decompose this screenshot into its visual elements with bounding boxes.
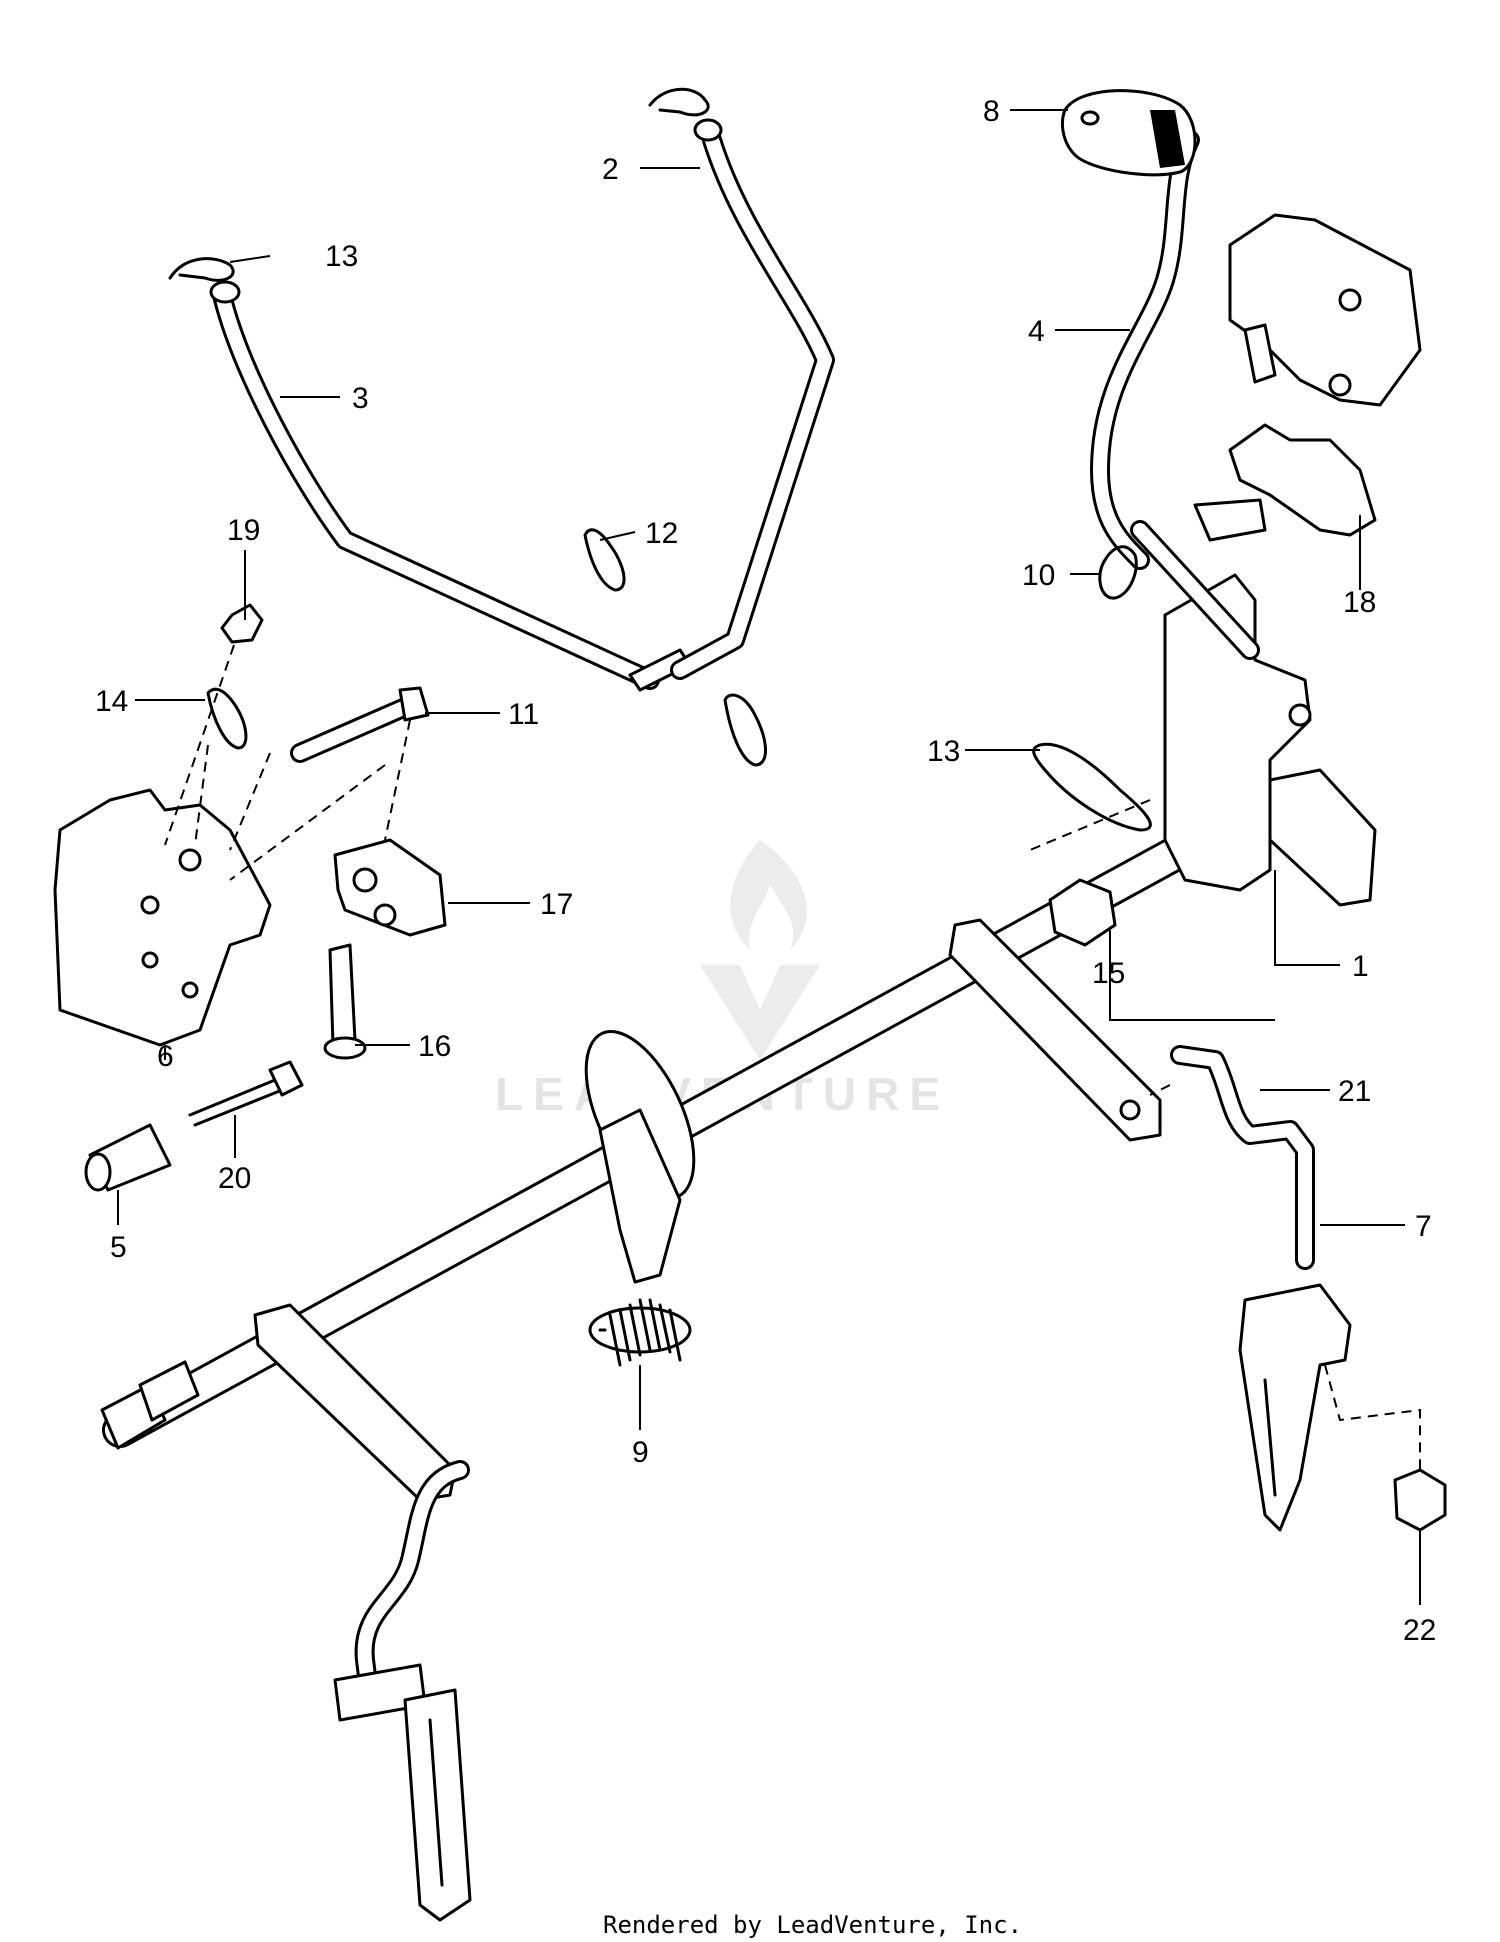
lever-bracket [1130, 520, 1377, 907]
clevis-pin-16 [323, 943, 367, 1060]
callout-16: 16 [418, 1030, 451, 1063]
watermark-v-icon [700, 965, 820, 1060]
callout-22: 22 [1403, 1614, 1436, 1647]
callout-19: 19 [227, 514, 260, 547]
callout-7: 7 [1415, 1210, 1432, 1243]
callout-10: 10 [1022, 559, 1055, 592]
footer-credit: Rendered by LeadVenture, Inc. [603, 1911, 1022, 1939]
lift-lever [1061, 89, 1200, 570]
callout-14: 14 [95, 685, 128, 718]
lift-link-21 [1170, 1045, 1352, 1532]
callout-2: 2 [602, 153, 619, 186]
bolt-20 [188, 1060, 304, 1127]
callouts: 8 2 13 3 4 12 10 18 19 14 11 13 17 1 15 … [95, 95, 1436, 1647]
spring-9 [588, 1298, 692, 1367]
spacer-5 [84, 1123, 172, 1192]
callout-13a: 13 [325, 240, 358, 273]
callout-1: 1 [1352, 950, 1369, 983]
callout-20: 20 [218, 1162, 251, 1195]
callout-13b: 13 [927, 735, 960, 768]
watermark: LEADVENTURE [495, 840, 940, 1120]
hairpin-clip-lower [723, 693, 767, 767]
callout-9: 9 [632, 1436, 649, 1469]
callout-17: 17 [540, 888, 573, 921]
bolt-19 [220, 603, 264, 644]
callout-4: 4 [1028, 315, 1045, 348]
callout-12: 12 [645, 517, 678, 550]
pivot-bracket [1193, 213, 1422, 542]
callout-3: 3 [352, 382, 369, 415]
callout-8: 8 [983, 95, 1000, 128]
watermark-flame-icon [730, 840, 807, 950]
callout-11: 11 [508, 698, 539, 731]
hairpin-clip-14 [206, 687, 248, 750]
callout-15: 15 [1092, 957, 1125, 990]
hairpin-clip-13a [168, 257, 235, 282]
callout-5: 5 [110, 1231, 127, 1264]
lift-rod-2 [670, 118, 835, 680]
leader-lines [117, 109, 1421, 1605]
hairpin-clip-top [648, 87, 710, 117]
nut-22 [1393, 1468, 1447, 1532]
lift-rod-3 [209, 280, 692, 692]
pin-and-block [290, 686, 447, 937]
callout-6: 6 [157, 1040, 174, 1073]
hairpin-clip-13b [1032, 742, 1152, 832]
mounting-bracket-6 [53, 788, 272, 1047]
hairpin-clip-10 [1098, 545, 1138, 600]
callout-21: 21 [1338, 1075, 1371, 1108]
callout-18: 18 [1343, 586, 1376, 619]
hairpin-clip-12 [583, 528, 626, 592]
cross-shaft [100, 822, 1218, 1922]
